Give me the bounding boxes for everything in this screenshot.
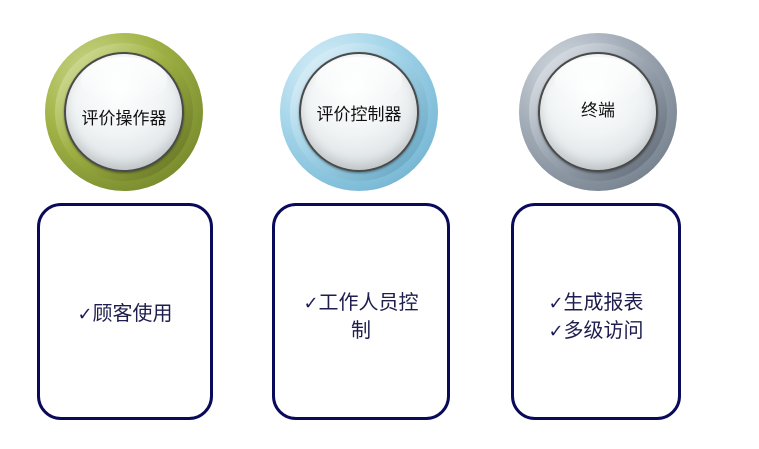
check-icon: ✓ bbox=[303, 293, 319, 314]
feature-item: ✓生成报表 bbox=[548, 290, 644, 314]
check-icon: ✓ bbox=[77, 304, 93, 325]
feature-item: ✓顾客使用 bbox=[77, 301, 173, 325]
node-label: 终端 bbox=[581, 100, 615, 121]
feature-card: ✓生成报表 ✓多级访问 bbox=[511, 203, 681, 420]
feature-item: ✓多级访问 bbox=[548, 318, 644, 342]
feature-list: ✓工作人员控 制 bbox=[281, 289, 441, 343]
evaluation-operator-node: 评价操作器 bbox=[45, 33, 203, 191]
node-label: 评价控制器 bbox=[316, 104, 402, 125]
check-icon: ✓ bbox=[548, 293, 564, 314]
feature-card: ✓顾客使用 bbox=[37, 203, 213, 420]
feature-item-continuation: 制 bbox=[351, 318, 371, 342]
feature-item: ✓工作人员控 bbox=[303, 290, 419, 314]
node-label: 评价操作器 bbox=[81, 108, 167, 129]
column-evaluation-controller: 评价控制器 ✓工作人员控 制 bbox=[272, 0, 452, 449]
column-evaluation-operator: 评价操作器 ✓顾客使用 bbox=[37, 0, 217, 449]
column-terminal: 终端 ✓生成报表 ✓多级访问 bbox=[511, 0, 691, 449]
feature-card: ✓工作人员控 制 bbox=[272, 203, 450, 420]
feature-list: ✓顾客使用 bbox=[46, 300, 204, 328]
feature-list: ✓生成报表 ✓多级访问 bbox=[520, 289, 672, 345]
check-icon: ✓ bbox=[548, 321, 564, 342]
evaluation-controller-node: 评价控制器 bbox=[280, 33, 438, 191]
terminal-node: 终端 bbox=[519, 33, 677, 191]
